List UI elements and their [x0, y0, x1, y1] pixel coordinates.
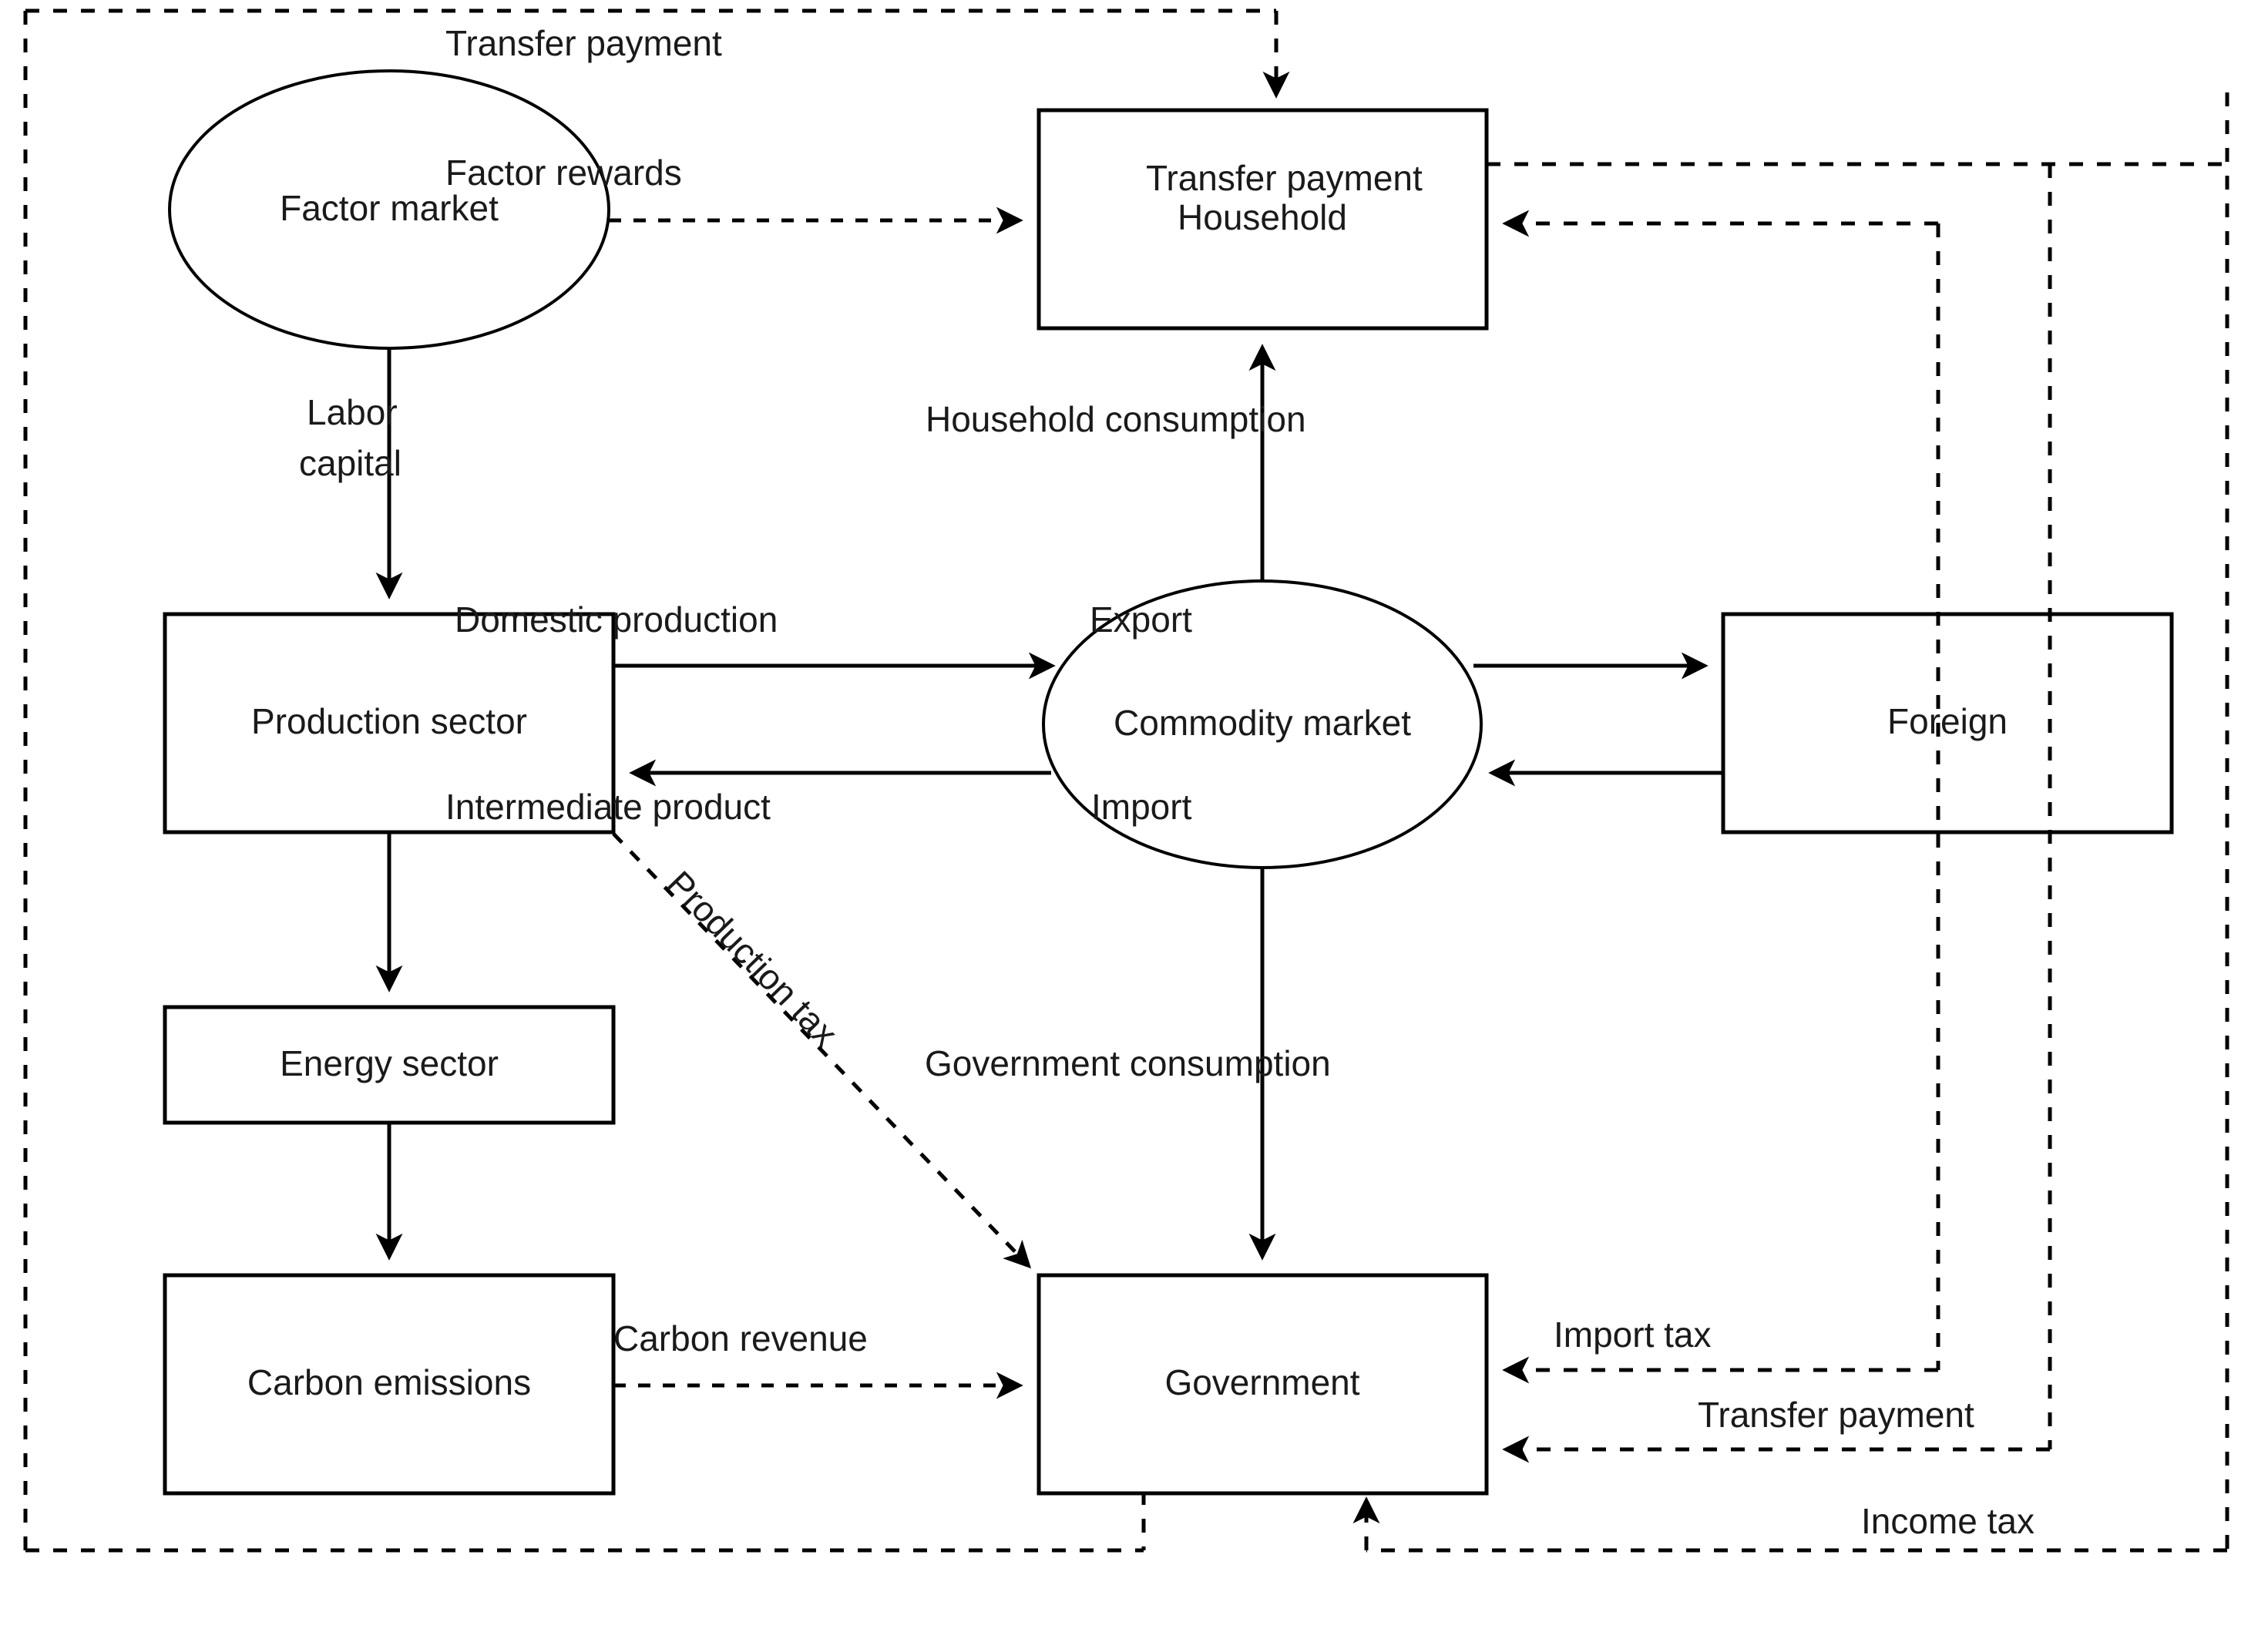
node-foreign[interactable]: Foreign [1721, 612, 2174, 834]
node-factor-market[interactable]: Factor market [168, 69, 610, 350]
label-domestic-production: Domestic production [455, 599, 778, 640]
node-energy-sector-label: Energy sector [280, 1043, 499, 1083]
label-intermediate-product: Intermediate product [445, 787, 771, 827]
node-household[interactable]: Household [1037, 108, 1489, 331]
label-household-consumption: Household consumption [926, 399, 1306, 439]
node-commodity-market[interactable]: Commodity market [1042, 579, 1483, 869]
edge-production-tax [612, 832, 1032, 1269]
label-import-tax: Import tax [1554, 1315, 1712, 1355]
edge-transfer-payment-government [1502, 164, 2052, 1463]
node-production-sector[interactable]: Production sector [163, 612, 616, 834]
label-transfer-payment-top: Transfer payment [445, 23, 722, 63]
label-capital: capital [299, 443, 402, 483]
label-government-consumption: Government consumption [925, 1043, 1331, 1083]
node-production-sector-label: Production sector [251, 701, 527, 741]
label-export: Export [1090, 599, 1192, 640]
edge-import-tax [1502, 223, 1940, 1384]
node-factor-market-label: Factor market [280, 188, 499, 228]
node-government[interactable]: Government [1037, 1273, 1489, 1496]
node-carbon-emissions[interactable]: Carbon emissions [163, 1273, 616, 1496]
label-factor-rewards: Factor rewards [445, 153, 682, 193]
income-tax-path [1352, 1496, 2227, 1553]
label-import: Import [1091, 787, 1192, 827]
node-household-label: Household [1178, 197, 1347, 237]
node-foreign-label: Foreign [1887, 701, 2008, 741]
node-commodity-market-label: Commodity market [1114, 703, 1411, 743]
label-income-tax: Income tax [1861, 1501, 2034, 1541]
label-transfer-payment-household: Transfer payment [1146, 158, 1423, 198]
node-government-label: Government [1164, 1362, 1359, 1402]
label-labor: Labor [307, 392, 398, 432]
label-production-tax: Production tax [660, 863, 846, 1054]
outer-boundary-top-transfer-path [25, 8, 1290, 99]
node-energy-sector[interactable]: Energy sector [163, 1005, 616, 1125]
label-carbon-revenue: Carbon revenue [613, 1318, 868, 1358]
node-carbon-emissions-label: Carbon emissions [247, 1362, 531, 1402]
label-transfer-payment-government: Transfer payment [1698, 1395, 1974, 1435]
